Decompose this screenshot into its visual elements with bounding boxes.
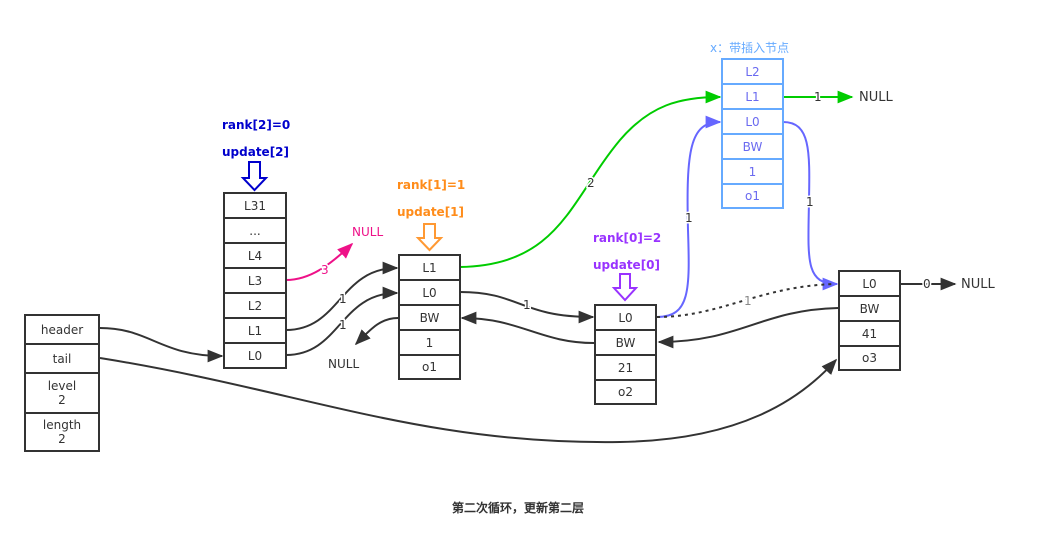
header-node-cell: L2	[225, 294, 285, 319]
link-node3-bw-to-node2	[657, 307, 839, 349]
caption: 第二次循环，更新第二层	[452, 501, 585, 515]
header-node-cell: L4	[225, 244, 285, 269]
link-node1-L1-to-x	[459, 90, 722, 268]
rank0-label: rank[0]=2	[593, 231, 662, 245]
update0-label: update[0]	[593, 258, 661, 272]
list-tail-cell: tail	[26, 345, 98, 374]
new-node-cell: L1	[723, 85, 782, 110]
edge-label-L1: 1	[339, 292, 347, 306]
new-node-null-label: NULL	[859, 90, 893, 105]
pink-null-label: NULL	[352, 225, 384, 239]
node1-cell: BW	[400, 306, 459, 331]
link-node2-L0-to-x	[656, 115, 722, 318]
new-node-cell: BW	[723, 135, 782, 160]
edge-label-node1-L1: 2	[587, 176, 595, 190]
edge-label-x-L1: 1	[814, 90, 822, 104]
link-node1-bw-null	[354, 317, 399, 346]
update1-arrow-icon	[415, 223, 444, 252]
node1-cell: L0	[400, 281, 459, 306]
edge-label-node3: 0	[923, 277, 931, 291]
new-node-x: L2 L1 L0 BW 1 o1	[721, 58, 784, 209]
new-node-cell: L2	[723, 60, 782, 85]
link-node2-to-node3-old	[656, 283, 836, 318]
node2-cell: 21	[596, 356, 655, 381]
link-tail-to-node3	[99, 357, 838, 444]
rank2-label: rank[2]=0	[222, 118, 291, 132]
link-L3-null	[285, 242, 354, 281]
link-L0-to-node1	[285, 286, 399, 356]
list-level-cell: level 2	[26, 374, 98, 414]
list-length-cell: length 2	[42, 418, 82, 446]
header-node-cell: L0	[247, 348, 263, 363]
node3-cell: o3	[862, 351, 877, 365]
node2-cell: o2	[618, 385, 633, 399]
list-header-cell: header	[26, 316, 98, 345]
new-node-cell: o1	[745, 189, 760, 203]
node1: L1 L0 BW 1 o1	[398, 254, 461, 380]
update1-label: update[1]	[397, 205, 465, 219]
link-node2-bw-to-node1	[460, 311, 595, 344]
node3: L0 BW 41 o3	[838, 270, 901, 371]
new-node-cell: L0	[723, 110, 782, 135]
edge-label-node2-L0: 1	[685, 211, 693, 225]
link-x-L0-to-node3	[782, 121, 839, 291]
list-struct: header tail level 2 length 2	[24, 314, 100, 452]
node3-cell: 41	[840, 322, 899, 347]
bw-null-label: NULL	[328, 357, 360, 371]
node3-cell: L0	[840, 272, 899, 297]
rank1-label: rank[1]=1	[397, 178, 466, 192]
header-node: L31 ... L4 L3 L2 L1 L0	[223, 192, 287, 369]
node2-cell: BW	[596, 331, 655, 356]
node2-cell: L0	[596, 306, 655, 331]
edge-label-x-L0: 1	[806, 195, 814, 209]
new-node-title: x：带插入节点	[710, 41, 790, 55]
update0-arrow-icon	[611, 273, 639, 302]
link-L1-to-node1	[285, 261, 399, 331]
link-header-to-L0	[99, 327, 224, 363]
edge-label-L3: 3	[321, 263, 329, 277]
new-node-cell: 1	[723, 160, 782, 185]
node3-null-label: NULL	[961, 277, 995, 292]
node1-cell: L1	[400, 256, 459, 281]
edge-label-L0: 1	[339, 318, 347, 332]
header-node-cell: L31	[225, 194, 285, 219]
header-node-cell: ...	[225, 219, 285, 244]
edge-label-old: 1	[744, 294, 752, 308]
header-node-cell: L1	[225, 319, 285, 344]
header-node-cell: L3	[225, 269, 285, 294]
node1-cell: 1	[400, 331, 459, 356]
update2-arrow-icon	[240, 161, 269, 192]
node1-cell: o1	[422, 360, 437, 374]
edge-label-node1-L0: 1	[523, 298, 531, 312]
node3-cell: BW	[840, 297, 899, 322]
link-node1-L0-to-node2	[459, 291, 595, 324]
node2: L0 BW 21 o2	[594, 304, 657, 405]
update2-label: update[2]	[222, 145, 290, 159]
